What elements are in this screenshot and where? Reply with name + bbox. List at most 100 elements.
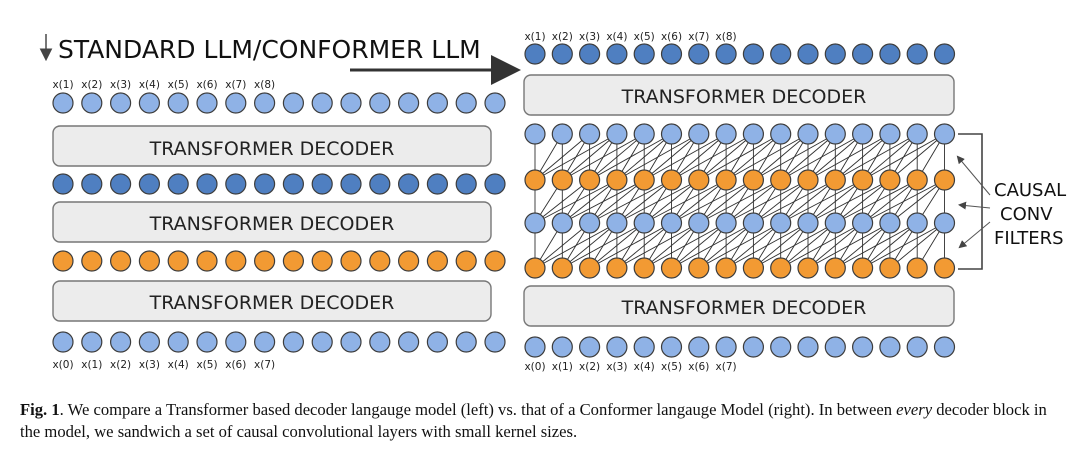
input-label: x(1) — [552, 361, 573, 373]
node-circle — [633, 169, 655, 191]
conv-connection — [562, 179, 618, 224]
conv-connection — [725, 222, 809, 269]
input-label: x(2) — [110, 359, 131, 371]
node-circle — [715, 43, 737, 65]
node-circle — [138, 92, 160, 114]
conv-connection — [562, 222, 618, 269]
input-label: x(0) — [524, 361, 545, 373]
figure-caption: Fig. 1. We compare a Transformer based d… — [20, 399, 1065, 443]
node-circle — [660, 257, 683, 279]
conv-connection — [753, 179, 809, 224]
node-circle — [933, 336, 956, 358]
caption-label: Fig. 1 — [20, 400, 60, 419]
node-circle — [742, 169, 765, 191]
output-label: x(8) — [716, 31, 737, 43]
conv-connection — [807, 222, 891, 269]
node-circle — [851, 257, 874, 279]
node-circle — [484, 173, 506, 195]
node-circle — [426, 331, 448, 353]
bracket — [958, 133, 983, 270]
node-circle — [933, 123, 956, 145]
node-circle — [851, 169, 874, 191]
conv-connection — [616, 222, 672, 269]
right-input-nodes — [524, 336, 956, 358]
conv-connection — [862, 179, 945, 224]
conv-connection — [643, 222, 700, 269]
node-circle — [578, 43, 601, 65]
node-circle — [81, 331, 103, 353]
node-circle — [797, 43, 819, 65]
node-circle — [606, 169, 628, 191]
causal-conv-filters-annotation: CAUSAL CONV FILTERS — [956, 133, 1066, 270]
node-circle — [688, 43, 710, 65]
node-circle — [715, 169, 737, 191]
node-circle — [196, 92, 218, 114]
conv-connection — [562, 133, 645, 181]
node-circle — [879, 169, 901, 191]
conv-connection — [698, 179, 781, 224]
node-circle — [824, 123, 846, 145]
node-circle — [369, 250, 391, 272]
conv-connection — [671, 179, 727, 224]
node-circle — [906, 123, 928, 145]
node-circle — [797, 123, 819, 145]
node-circle — [524, 336, 546, 358]
node-circle — [167, 92, 189, 114]
right-conv-nodes-blue-top — [524, 123, 956, 145]
node-circle — [282, 331, 304, 353]
node-circle — [196, 331, 218, 353]
conv-connection — [835, 179, 918, 224]
conv-connection — [562, 222, 645, 269]
node-circle — [851, 123, 874, 145]
node-circle — [688, 257, 710, 279]
node-circle — [369, 173, 391, 195]
conv-connection — [616, 179, 700, 224]
node-circle — [551, 169, 573, 191]
conv-connection — [862, 179, 918, 224]
conv-connection — [616, 133, 700, 181]
input-label: x(3) — [139, 359, 160, 371]
conv-connection — [725, 179, 809, 224]
left-output-nodes — [52, 92, 506, 114]
conv-connection — [862, 222, 918, 269]
caption-emphasis: every — [896, 400, 933, 419]
node-circle — [254, 92, 276, 114]
node-circle — [660, 123, 683, 145]
input-label: x(0) — [52, 359, 73, 371]
output-label: x(1) — [52, 79, 73, 91]
node-circle — [879, 43, 901, 65]
conv-connection — [562, 179, 645, 224]
input-label: x(4) — [634, 361, 655, 373]
node-circle — [225, 331, 247, 353]
node-circle — [578, 169, 601, 191]
conv-connection — [780, 179, 836, 224]
right-output-labels: x(1)x(2)x(3)x(4)x(5)x(6)x(7)x(8) — [524, 31, 736, 43]
node-circle — [906, 169, 928, 191]
node-circle — [770, 169, 792, 191]
conv-connection — [862, 222, 945, 269]
node-circle — [551, 257, 573, 279]
decoder-block — [523, 285, 955, 327]
conv-connection — [725, 133, 809, 181]
node-circle — [254, 331, 276, 353]
output-label: x(3) — [579, 31, 600, 43]
node-circle — [455, 92, 477, 114]
node-circle — [551, 212, 573, 234]
conv-connection — [698, 133, 781, 181]
conv-connection — [862, 133, 918, 181]
input-label: x(7) — [254, 359, 275, 371]
node-circle — [606, 257, 628, 279]
node-circle — [851, 212, 874, 234]
conv-connection — [589, 133, 672, 181]
left-hidden-nodes-blue — [52, 173, 506, 195]
node-circle — [311, 92, 333, 114]
node-circle — [138, 250, 160, 272]
input-label: x(3) — [606, 361, 627, 373]
conv-connection — [562, 133, 618, 181]
conv-connection — [835, 179, 891, 224]
node-circle — [551, 336, 573, 358]
node-circle — [81, 173, 103, 195]
node-circle — [715, 123, 737, 145]
decoder-block — [52, 125, 492, 167]
node-circle — [742, 212, 765, 234]
